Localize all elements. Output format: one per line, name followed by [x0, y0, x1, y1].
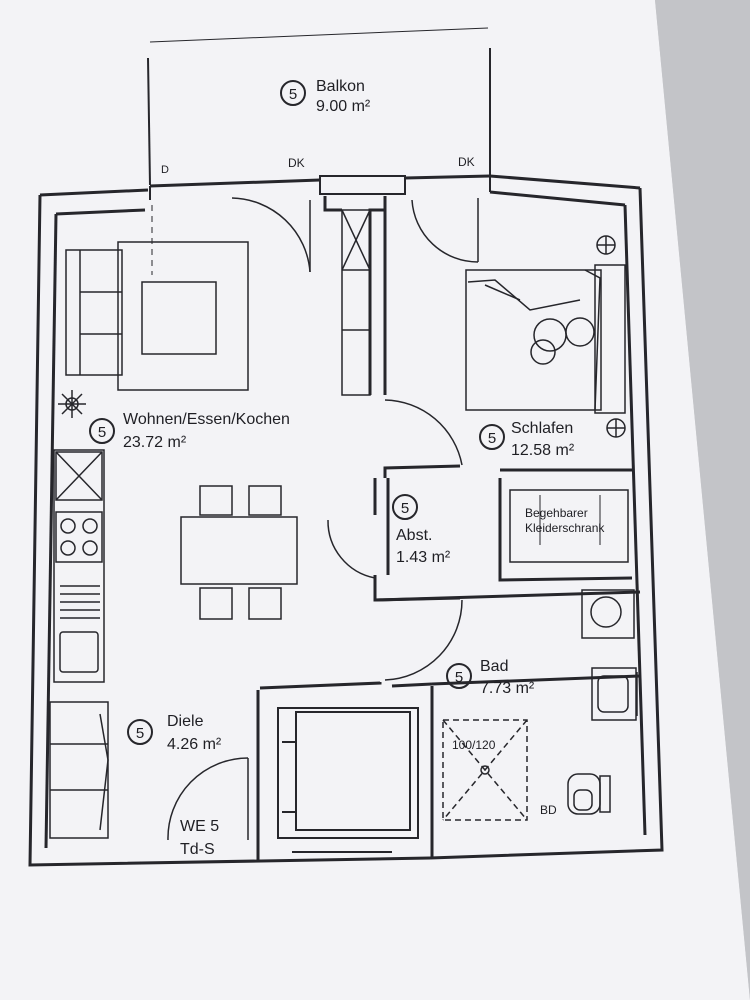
balcony — [147, 27, 491, 186]
exterior-walls — [28, 174, 664, 867]
door-swings — [167, 197, 479, 841]
bed-frame — [594, 264, 626, 414]
room-number: 5 — [455, 669, 463, 686]
room-name: Diele — [167, 713, 204, 730]
room-label-schlafen: 5 Schlafen 12.58 m² — [479, 420, 575, 459]
dining-set — [180, 485, 298, 620]
rug — [141, 281, 217, 355]
wardrobe-label: Begehbarer Kleiderschrank — [525, 506, 605, 535]
shower — [442, 719, 528, 821]
shelf-column — [341, 209, 371, 396]
room-area: 9.00 m² — [316, 98, 371, 115]
room-name: Bad — [480, 658, 508, 675]
room-name: Wohnen/Essen/Kochen — [123, 411, 290, 428]
room-name: Balkon — [316, 78, 365, 95]
room-number: 5 — [488, 430, 496, 447]
room-number: 5 — [136, 725, 144, 742]
sofa — [65, 249, 123, 376]
washbasin — [591, 667, 638, 721]
bed — [465, 269, 602, 411]
room-area: 7.73 m² — [480, 680, 535, 697]
room-name: Abst. — [396, 527, 432, 544]
room-number: 5 — [289, 86, 297, 103]
unit-label: WE 5 Td-S — [180, 818, 219, 858]
hall-wardrobe — [49, 701, 109, 839]
room-label-wohnen: 5 Wohnen/Essen/Kochen 23.72 m² — [89, 411, 290, 451]
unit-label-line2: Td-S — [180, 841, 215, 858]
room-name: Schlafen — [511, 420, 573, 437]
room-label-balkon: 5 Balkon 9.00 m² — [280, 78, 371, 115]
window-marker-dk-right: DK — [458, 155, 475, 169]
shower-size-label: 100/120 — [452, 738, 496, 752]
paper-shadow — [655, 0, 750, 1000]
door-marker-d: D — [161, 164, 169, 176]
window-marker-dk-left: DK — [288, 156, 305, 170]
bedside-lamp-icon — [596, 235, 626, 438]
room-label-diele: 5 Diele 4.26 m² — [127, 713, 222, 753]
washing-machine — [581, 589, 635, 639]
kitchen-counter — [53, 449, 105, 683]
room-number: 5 — [98, 424, 106, 441]
room-label-bad: 5 Bad 7.73 m² — [446, 658, 535, 697]
unit-label-line1: WE 5 — [180, 818, 219, 835]
room-number: 5 — [401, 500, 409, 517]
room-area: 4.26 m² — [167, 736, 222, 753]
room-area: 23.72 m² — [123, 434, 187, 451]
wardrobe-label-line1: Begehbarer — [525, 506, 588, 520]
wardrobe-label-line2: Kleiderschrank — [525, 521, 605, 535]
bd-marker: BD — [540, 803, 557, 817]
window-frames — [149, 175, 491, 200]
room-area: 1.43 m² — [396, 549, 451, 566]
room-area: 12.58 m² — [511, 442, 575, 459]
wardrobe-area — [509, 489, 629, 563]
plant-icon — [58, 390, 86, 418]
room-label-abst: 5 Abst. 1.43 m² — [392, 494, 451, 566]
toilet — [567, 773, 611, 815]
coffee-table — [117, 241, 249, 391]
installation-block — [277, 707, 419, 853]
